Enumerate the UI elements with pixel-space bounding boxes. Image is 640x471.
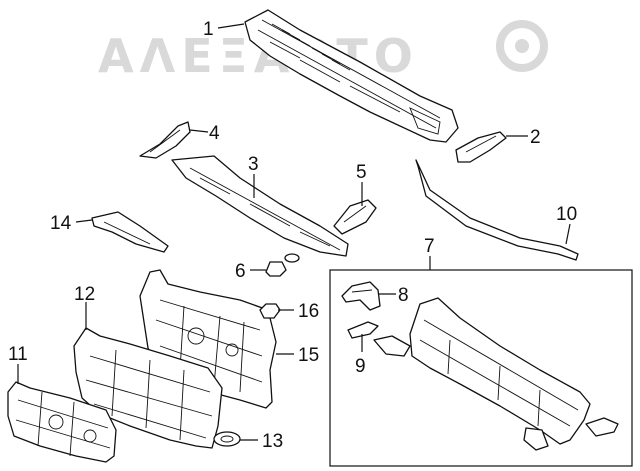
callout-16: 16	[298, 301, 319, 322]
part-7-group-box	[329, 269, 633, 467]
callout-12: 12	[74, 284, 95, 305]
part-10-seal	[415, 159, 579, 261]
callout-2: 2	[530, 127, 541, 148]
part-3-crossmember	[171, 155, 349, 257]
callout-1: 1	[203, 19, 214, 40]
part-6-clip	[265, 253, 300, 277]
callout-5: 5	[356, 162, 367, 183]
callout-14: 14	[50, 213, 72, 234]
watermark-logo-icon	[496, 20, 548, 72]
part-1-cowl-panel	[244, 9, 459, 143]
callout-15: 15	[298, 345, 319, 366]
callout-10: 10	[556, 204, 577, 225]
callout-6: 6	[235, 261, 246, 282]
part-5-bracket	[333, 199, 377, 235]
part-7-crossmember-assembly	[373, 297, 619, 451]
part-14-insulator	[91, 211, 169, 253]
part-16-plug	[259, 303, 281, 319]
part-9-plate	[347, 321, 379, 339]
callout-11: 11	[8, 344, 28, 365]
part-8-bracket	[341, 281, 381, 311]
callout-9: 9	[355, 356, 366, 377]
part-13-grommet	[213, 431, 241, 447]
leader-lines	[17, 23, 571, 441]
part-11-insulator	[7, 381, 117, 463]
callout-13: 13	[262, 431, 283, 452]
part-4-bracket	[139, 121, 191, 159]
callout-8: 8	[398, 285, 409, 306]
callout-labels: 1 2 3 4 5 6 7 8 9 10 11 12 13 14 15 16	[8, 19, 577, 452]
callout-4: 4	[209, 123, 220, 144]
part-12-dash-insulator	[73, 327, 223, 449]
callout-3: 3	[248, 154, 259, 175]
part-2-bracket	[455, 131, 507, 163]
callout-7: 7	[424, 236, 435, 257]
